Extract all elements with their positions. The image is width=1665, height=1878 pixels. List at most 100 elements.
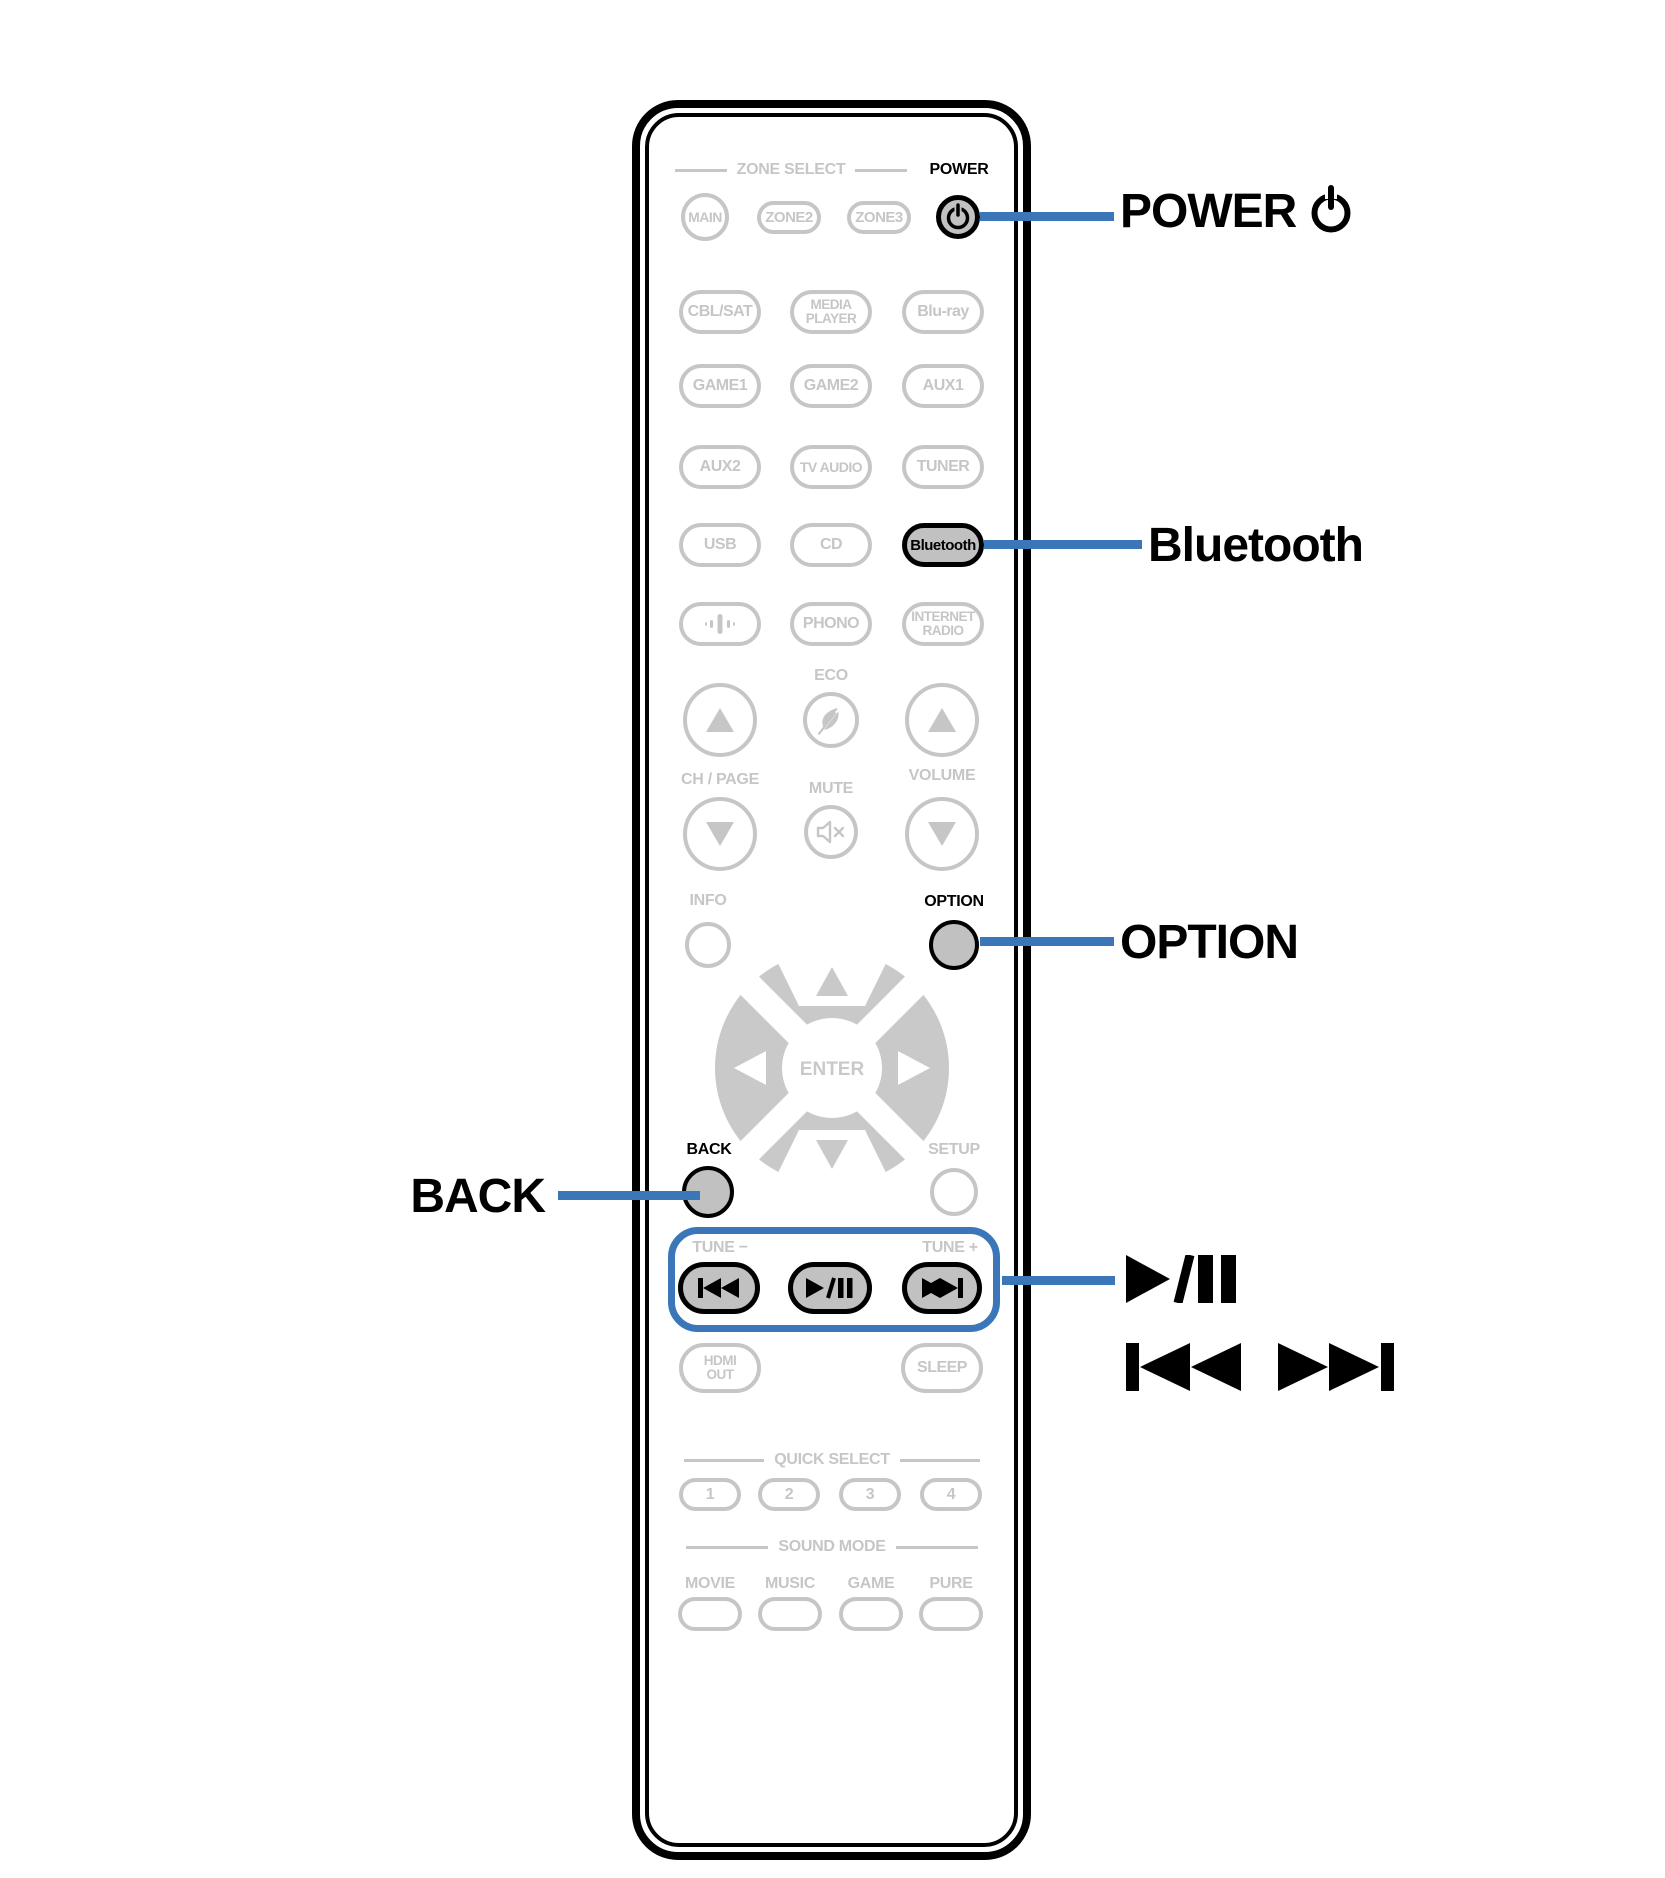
info-button[interactable] xyxy=(685,922,731,968)
header-line xyxy=(855,168,908,172)
zone-main-button[interactable]: MAIN xyxy=(681,193,729,241)
volume-down-button[interactable] xyxy=(905,797,979,871)
power-icon xyxy=(1311,185,1351,233)
power-button[interactable] xyxy=(936,195,980,239)
back-button-label: BACK xyxy=(686,1141,732,1158)
down-triangle-icon xyxy=(928,822,956,846)
skip-forward-button[interactable] xyxy=(902,1262,982,1314)
header-line xyxy=(895,1545,978,1549)
up-triangle-icon xyxy=(706,708,734,732)
quick-select-2-button[interactable]: 2 xyxy=(758,1478,820,1511)
sound-mode-label: SOUND MODE xyxy=(778,1538,886,1555)
back-callout-line xyxy=(558,1191,700,1200)
play-pause-callout-icon xyxy=(1126,1255,1236,1303)
bluetooth-callout: Bluetooth xyxy=(1148,512,1364,578)
power-callout: POWER xyxy=(1120,178,1354,244)
game-label: GAME xyxy=(847,1575,895,1592)
play-pause-button[interactable] xyxy=(788,1262,872,1314)
aux1-button[interactable]: AUX1 xyxy=(902,364,984,408)
playback-callout-line xyxy=(1002,1276,1115,1285)
game-button[interactable] xyxy=(839,1597,903,1631)
pure-button[interactable] xyxy=(919,1597,983,1631)
back-callout-text: BACK xyxy=(410,1169,546,1223)
channel-down-button[interactable] xyxy=(683,797,757,871)
info-label: INFO xyxy=(689,892,727,909)
setup-button[interactable] xyxy=(930,1168,978,1216)
pure-label: PURE xyxy=(929,1575,973,1592)
option-button-label: OPTION xyxy=(924,893,984,910)
movie-button[interactable] xyxy=(678,1597,742,1631)
aux2-button[interactable]: AUX2 xyxy=(679,445,761,489)
quick-select-1-button[interactable]: 1 xyxy=(679,1478,741,1511)
play-pause-icon xyxy=(806,1277,853,1299)
blu-ray-button[interactable]: Blu-ray xyxy=(902,290,984,334)
option-button[interactable] xyxy=(929,920,979,970)
quick-select-label: QUICK SELECT xyxy=(774,1451,890,1468)
skip-back-icon xyxy=(698,1278,739,1298)
channel-up-button[interactable] xyxy=(683,683,757,757)
cursor-up-icon[interactable] xyxy=(816,967,848,996)
header-line xyxy=(899,1458,980,1462)
up-triangle-icon xyxy=(928,708,956,732)
zone-2-button[interactable]: ZONE2 xyxy=(757,201,821,234)
bluetooth-callout-line xyxy=(984,540,1142,549)
cursor-pad[interactable]: ENTER xyxy=(715,951,949,1185)
zone-select-label: ZONE SELECT xyxy=(736,161,846,178)
cbl-sat-button[interactable]: CBL/SAT xyxy=(679,290,761,334)
ch-page-label: CH / PAGE xyxy=(681,771,759,788)
quick-select-header: QUICK SELECT xyxy=(672,1449,992,1471)
zone-3-button[interactable]: ZONE3 xyxy=(847,201,911,234)
eco-label: ECO xyxy=(814,667,848,684)
enter-button[interactable] xyxy=(782,1018,882,1118)
volume-up-button[interactable] xyxy=(905,683,979,757)
mute-label: MUTE xyxy=(808,780,854,797)
header-line xyxy=(684,1458,765,1462)
remote-inner-border xyxy=(645,113,1018,1847)
cursor-down-icon[interactable] xyxy=(816,1140,848,1169)
remote-outer-border xyxy=(632,100,1031,1860)
cursor-left-icon[interactable] xyxy=(734,1051,766,1085)
phono-button[interactable]: PHONO xyxy=(790,602,872,646)
header-line xyxy=(686,1545,769,1549)
usb-button[interactable]: USB xyxy=(679,523,761,567)
tune-plus-label: TUNE + xyxy=(922,1239,978,1256)
movie-label: MOVIE xyxy=(684,1575,736,1592)
quick-select-3-button[interactable]: 3 xyxy=(839,1478,901,1511)
back-callout: BACK xyxy=(330,1164,546,1228)
quick-select-4-button[interactable]: 4 xyxy=(920,1478,982,1511)
enter-label: ENTER xyxy=(800,1059,865,1080)
mute-button[interactable] xyxy=(804,805,858,859)
tuner-button[interactable]: TUNER xyxy=(902,445,984,489)
skip-back-forward-callout-icon xyxy=(1126,1343,1394,1391)
hdmi-out-button[interactable]: HDMI OUT xyxy=(679,1343,761,1393)
setup-label: SETUP xyxy=(928,1141,980,1158)
zone-select-header: ZONE SELECT xyxy=(672,158,910,182)
cd-button[interactable]: CD xyxy=(790,523,872,567)
game2-button[interactable]: GAME2 xyxy=(790,364,872,408)
power-button-label: POWER xyxy=(929,161,989,178)
remote-control-body: ZONE SELECT POWER MAIN ZONE2 ZONE3 CBL/S… xyxy=(632,100,1031,1860)
media-player-button[interactable]: MEDIA PLAYER xyxy=(790,290,872,334)
eco-button[interactable] xyxy=(803,692,859,748)
option-callout-text: OPTION xyxy=(1120,915,1299,969)
internet-radio-button[interactable]: INTERNET RADIO xyxy=(902,602,984,646)
option-callout: OPTION xyxy=(1120,909,1299,975)
tv-audio-button[interactable]: TV AUDIO xyxy=(790,445,872,489)
sound-mode-header: SOUND MODE xyxy=(672,1536,992,1558)
down-triangle-icon xyxy=(706,822,734,846)
music-label: MUSIC xyxy=(764,1575,816,1592)
option-callout-line xyxy=(980,937,1114,946)
leaf-icon xyxy=(817,708,839,736)
skip-back-button[interactable] xyxy=(678,1262,760,1314)
power-callout-line xyxy=(980,212,1114,221)
sleep-button[interactable]: SLEEP xyxy=(901,1343,983,1393)
music-button[interactable] xyxy=(758,1597,822,1631)
tune-minus-label: TUNE − xyxy=(692,1239,748,1256)
bluetooth-button[interactable]: Bluetooth xyxy=(902,523,984,567)
network-audio-button[interactable] xyxy=(679,602,761,646)
game1-button[interactable]: GAME1 xyxy=(679,364,761,408)
header-line xyxy=(674,168,727,172)
cursor-right-icon[interactable] xyxy=(898,1051,930,1085)
network-audio-icon xyxy=(705,614,735,634)
